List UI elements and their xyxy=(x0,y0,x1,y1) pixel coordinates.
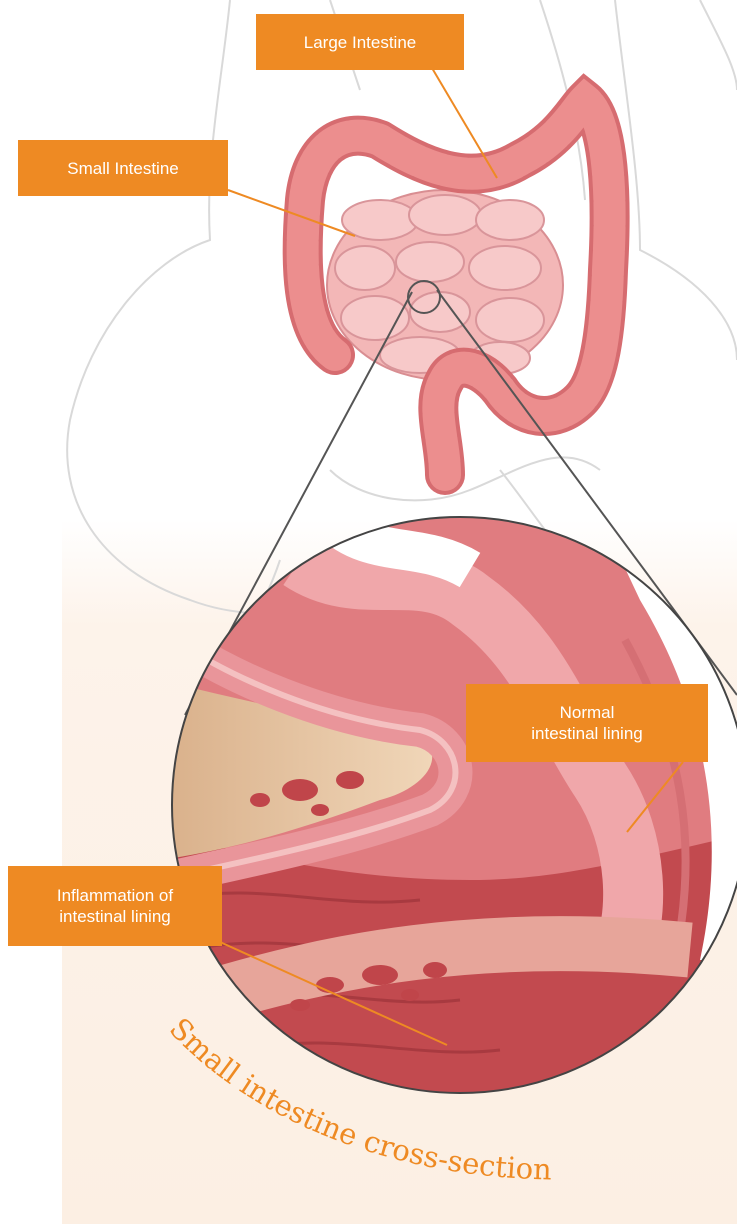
inflammation-label: Inflammation of intestinal lining xyxy=(8,866,222,946)
large-intestine-label: Large Intestine xyxy=(256,14,464,70)
small-intestine-label: Small Intestine xyxy=(18,140,228,196)
normal-lining-label: Normal intestinal lining xyxy=(466,684,708,762)
small-intestine-shape xyxy=(327,190,563,380)
